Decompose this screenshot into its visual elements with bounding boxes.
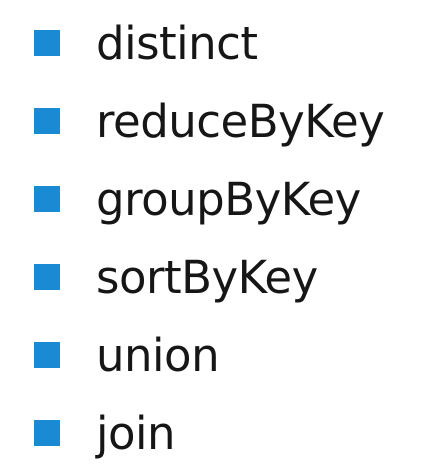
square-bullet-icon — [34, 186, 60, 212]
list-item-label: distinct — [96, 16, 258, 70]
list-item: distinct — [34, 4, 384, 82]
list-item: reduceByKey — [34, 82, 385, 160]
operation-list: distinct reduceByKey groupByKey sortByKe… — [34, 4, 385, 472]
list-item: sortByKey — [34, 238, 384, 316]
list-item-label: groupByKey — [96, 172, 361, 226]
square-bullet-icon — [34, 108, 60, 134]
list-item-label: join — [96, 406, 176, 460]
square-bullet-icon — [34, 342, 60, 368]
list-item-label: reduceByKey — [96, 94, 385, 148]
list-item-label: sortByKey — [96, 250, 318, 304]
square-bullet-icon — [34, 30, 60, 56]
square-bullet-icon — [34, 420, 60, 446]
square-bullet-icon — [34, 264, 60, 290]
list-item: join — [34, 394, 384, 472]
list-item-label: union — [96, 328, 220, 382]
list-item: groupByKey — [34, 160, 384, 238]
list-item: union — [34, 316, 384, 394]
